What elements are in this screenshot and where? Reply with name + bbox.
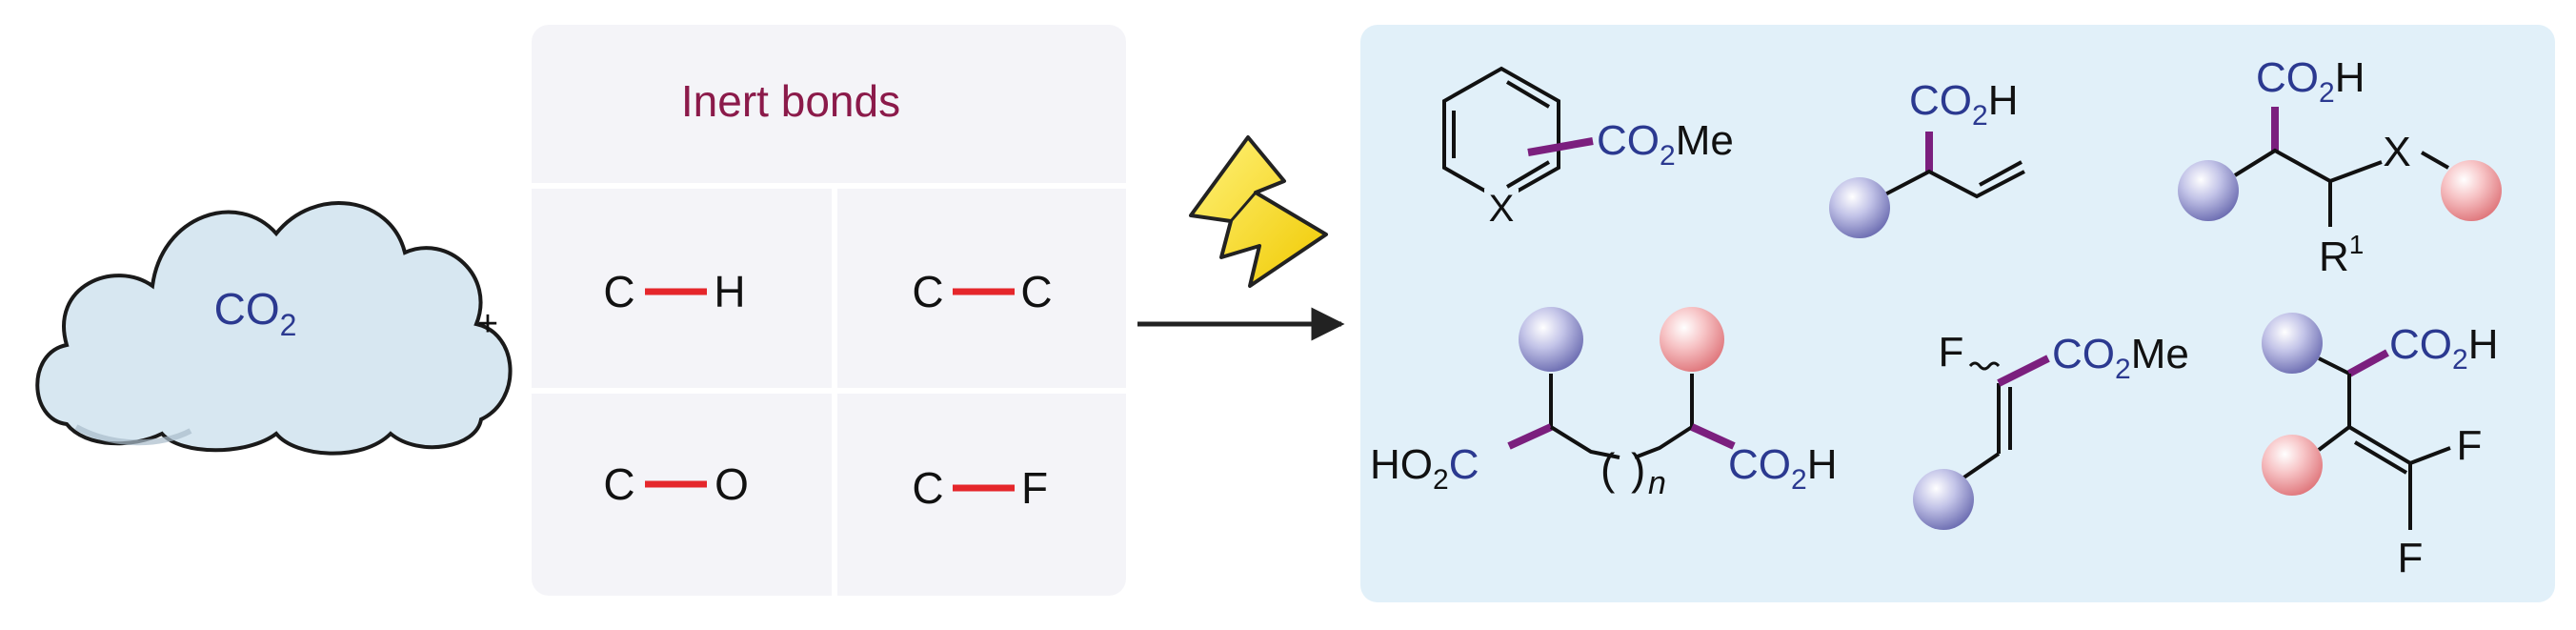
r1-label: R1 xyxy=(2319,230,2364,280)
ester-group: CO2Me xyxy=(1597,117,1734,172)
lightning-bolt-icon xyxy=(1189,135,1328,288)
x-atom: X xyxy=(2383,129,2410,175)
inert-bonds-panel: Inert bonds C H C C C O C F xyxy=(532,25,1126,596)
cloud-co2-label: CO2 xyxy=(214,284,297,342)
product-acid-x-r1: CO2H X R1 xyxy=(2178,54,2502,280)
product-difluoro-acid: CO2H F F xyxy=(2262,313,2498,581)
substituent-ball-blue xyxy=(2178,160,2239,221)
fluorine-label-1: F xyxy=(2457,422,2483,469)
bond-c-h: C H xyxy=(603,267,745,316)
substituent-ball-pink xyxy=(2441,160,2502,221)
svg-text:F: F xyxy=(1021,463,1048,513)
substituent-ball-blue xyxy=(2262,313,2323,374)
substituent-ball-blue xyxy=(1519,307,1583,372)
svg-text:C: C xyxy=(912,267,943,316)
product-allylic-acid: CO2H xyxy=(1829,77,2025,238)
co2-cloud: CO2 xyxy=(35,201,513,456)
substituent-ball-pink xyxy=(1660,307,1724,372)
svg-text:C: C xyxy=(603,459,634,509)
acid-group: CO2H xyxy=(2389,321,2498,376)
svg-text:C: C xyxy=(1020,267,1052,316)
substituent-ball-blue xyxy=(1829,177,1890,238)
products-panel: X CO2Me CO2H CO2H X xyxy=(1360,25,2555,602)
svg-text:H: H xyxy=(714,267,745,316)
bond-c-f: C F xyxy=(912,463,1048,513)
plus-sign: + xyxy=(477,304,498,344)
right-acid-group: CO2H xyxy=(1728,441,1837,496)
ester-group: CO2Me xyxy=(2052,331,2189,385)
substituent-ball-pink xyxy=(2262,435,2323,496)
chain-bracket-open: ( xyxy=(1600,444,1616,494)
cloud-shape xyxy=(35,201,513,456)
product-diacid: HO2C ( ) n CO2H xyxy=(1370,307,1837,501)
acid-group: CO2H xyxy=(2256,54,2365,109)
fluorine-label-2: F xyxy=(2398,535,2424,581)
bond-c-o: C O xyxy=(603,459,749,509)
fluorine-label: F xyxy=(1939,329,1964,376)
svg-text:O: O xyxy=(714,459,749,509)
svg-text:C: C xyxy=(912,463,943,513)
chain-bracket-close: ) xyxy=(1631,444,1645,494)
product-aryl-ester: X CO2Me xyxy=(1442,66,1734,230)
inert-bonds-title: Inert bonds xyxy=(681,76,900,126)
acid-group: CO2H xyxy=(1909,77,2018,132)
ring-heteroatom: X xyxy=(1489,188,1515,230)
svg-text:C: C xyxy=(603,267,634,316)
chain-n-label: n xyxy=(1648,465,1666,501)
product-fluoro-ester: F CO2Me xyxy=(1913,329,2189,530)
substituent-ball-blue xyxy=(1913,469,1974,530)
bond-c-c: C C xyxy=(912,267,1052,316)
left-acid-group: HO2C xyxy=(1370,441,1479,496)
